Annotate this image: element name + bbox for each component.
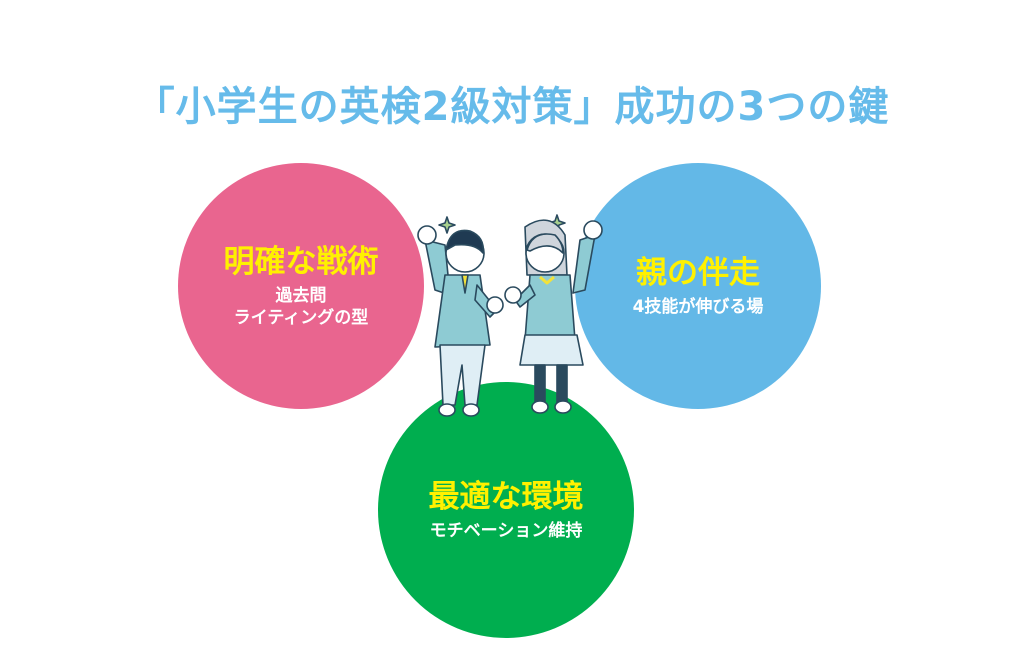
key-circle-strategy: 明確な戦術 過去問 ライティングの型 [178, 163, 424, 409]
key-heading: 最適な環境 [428, 479, 584, 515]
key-circle-parent: 親の伴走 4技能が伸びる場 [575, 163, 821, 409]
key-line: ライティングの型 [233, 308, 369, 328]
key-line: 過去問 [275, 286, 327, 306]
key-heading: 親の伴走 [636, 255, 760, 291]
key-line: 4技能が伸びる場 [632, 297, 764, 317]
page-title: 「小学生の英検2級対策」成功の3つの鍵 [134, 84, 890, 130]
cheering-students-icon [417, 214, 603, 417]
key-circle-environment: 最適な環境 モチベーション維持 [378, 382, 634, 638]
key-line: モチベーション維持 [429, 521, 583, 541]
key-heading: 明確な戦術 [223, 244, 379, 280]
